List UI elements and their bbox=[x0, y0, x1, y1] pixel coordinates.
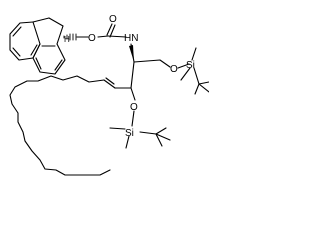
alkene-double-bond-a bbox=[103, 79, 116, 89]
alkene-double-bond-b bbox=[105, 77, 115, 85]
o-to-si-primary-bond bbox=[177, 63, 190, 69]
fmoc-ch2-hashed-bond bbox=[63, 33, 77, 41]
carbonyl-o-label: O bbox=[109, 14, 117, 25]
si-secondary-tert-butyl bbox=[139, 127, 167, 135]
c2-to-c3-bond bbox=[130, 61, 135, 89]
nh-label: HN bbox=[124, 33, 138, 44]
stereo-h-label: H bbox=[64, 35, 70, 44]
fluorene-left-benzene bbox=[9, 21, 41, 61]
carbonyl-to-n-bond bbox=[107, 35, 127, 38]
carbonyl-double-bond-b bbox=[109, 24, 116, 38]
fluorene-five-ring bbox=[32, 17, 64, 45]
si-primary-methyl-1 bbox=[191, 47, 197, 61]
c3-to-o-bond bbox=[130, 87, 136, 101]
c2-wedge-bond bbox=[129, 45, 134, 62]
o-to-si-secondary-bond bbox=[131, 110, 135, 127]
si-secondary-methyl-2 bbox=[125, 135, 130, 149]
alkyl-chain bbox=[9, 75, 111, 176]
si-primary-tert-butyl bbox=[193, 67, 209, 85]
si-secondary-methyl-1 bbox=[109, 127, 126, 130]
o-primary-label: O bbox=[170, 64, 178, 75]
carbamate-o-label: O bbox=[88, 33, 96, 44]
chemical-structure-diagram: O O HN O Si O Si H bbox=[9, 14, 209, 176]
o-secondary-label: O bbox=[130, 102, 138, 113]
fluorene-right-benzene bbox=[32, 43, 66, 75]
si-primary-methyl-2 bbox=[180, 67, 191, 81]
c2-ch2-o-bonds bbox=[133, 59, 171, 68]
carbonyl-double-bond-a bbox=[106, 23, 113, 36]
si-primary-label: Si bbox=[186, 60, 195, 71]
si-secondary-label: Si bbox=[125, 128, 134, 139]
o-to-carbonyl-bond bbox=[97, 35, 109, 38]
